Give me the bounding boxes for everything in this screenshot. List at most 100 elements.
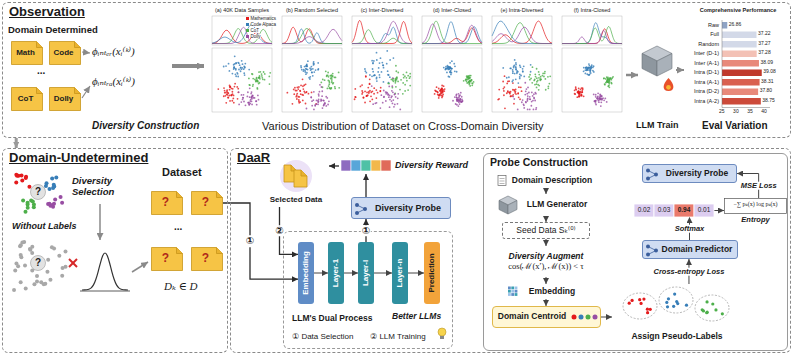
connector-arrow — [714, 210, 724, 211]
scatter-point — [393, 78, 395, 80]
node-text: Diversity Reward — [395, 160, 468, 170]
text-label: Dₖ ∈ D — [164, 280, 198, 293]
unlabeled-dot — [30, 251, 34, 255]
scatter-point — [392, 80, 394, 82]
scatter-point — [508, 76, 510, 78]
scatter-point — [297, 96, 299, 98]
scatter-point — [257, 88, 259, 90]
scatter-point — [373, 60, 375, 62]
scatter-point — [540, 78, 542, 80]
scatter-point — [547, 85, 549, 87]
scatter-point — [328, 85, 330, 87]
node-text: Layer-n — [395, 259, 404, 288]
scatter-point — [305, 65, 307, 67]
scatter-point — [584, 72, 586, 74]
scatter-point — [319, 91, 321, 93]
scatter-point — [603, 77, 605, 79]
scatter-point — [520, 75, 522, 77]
scatter-point — [448, 68, 450, 70]
scatter-point — [539, 78, 541, 80]
scatter-point — [461, 96, 463, 98]
distribution-plot: (b) Random Selected — [279, 7, 345, 115]
scatter-point — [379, 90, 381, 92]
daar-panel: DaaRSelected DataDiversity RewardDiversi… — [230, 148, 791, 353]
flow-arrow — [82, 52, 90, 53]
scatter-point — [244, 66, 246, 68]
scatter-point — [307, 69, 309, 71]
scatter-point — [237, 88, 239, 90]
scatter-point — [286, 92, 288, 94]
scatter-point — [232, 73, 234, 75]
scatter-point — [388, 83, 390, 85]
scatter-point — [363, 97, 365, 99]
scatter-point — [383, 90, 385, 92]
scatter-point — [438, 95, 440, 97]
scatter-point — [256, 104, 258, 106]
text-label: Inter (D-1) — [686, 50, 719, 56]
scatter-point — [320, 100, 322, 102]
performance-bar — [722, 70, 762, 77]
scatter-point — [382, 64, 384, 66]
scatter-point — [451, 68, 453, 70]
scatter-point — [229, 86, 231, 88]
scatter-point — [373, 87, 375, 89]
scatter-point — [446, 71, 448, 73]
scatter-point — [389, 95, 391, 97]
scatter-point — [233, 64, 235, 66]
scatter-point — [369, 78, 371, 80]
scatter-point — [324, 102, 326, 104]
scatter-point — [302, 88, 304, 90]
scatter-point — [454, 96, 456, 98]
scatter-point — [229, 70, 231, 72]
scatter-point — [577, 91, 579, 93]
scatter-point — [595, 102, 597, 104]
scatter-point — [296, 94, 298, 96]
scatter-point — [338, 72, 340, 74]
scatter-point — [441, 92, 443, 94]
text-label: 38.31 — [761, 79, 774, 85]
performance-bar — [722, 89, 758, 96]
scatter-point — [443, 67, 445, 69]
scatter-point — [227, 94, 229, 96]
cluster-point — [649, 308, 652, 311]
node-text: (c) Inter-Diversed — [349, 7, 415, 13]
scatter-point — [517, 71, 519, 73]
scatter-point — [595, 104, 597, 106]
net-node — [654, 249, 658, 253]
scatter-point — [258, 77, 260, 79]
cluster-point — [673, 293, 676, 296]
scatter-point — [376, 80, 378, 82]
plot-frame — [352, 48, 412, 112]
scatter-point — [527, 109, 529, 111]
scatter-point — [536, 81, 538, 83]
unlabeled-dot — [45, 270, 49, 274]
file-fold — [217, 192, 223, 198]
text-label: 37.27 — [758, 41, 771, 47]
node-text: cos(ℳ(x′), ℳ(x)) < τ — [508, 262, 583, 272]
edge-label: Cross-entropy Loss — [653, 267, 726, 276]
node-text: Domain Centroid — [498, 312, 566, 322]
node-text: 0.01 — [694, 206, 714, 213]
scatter-point — [533, 93, 535, 95]
scatter-point — [302, 78, 304, 80]
entropy: −∑ pₖ(x) log pₖ(x)Entropy — [724, 198, 787, 228]
scatter-point — [302, 85, 304, 87]
scatter-point — [393, 106, 395, 108]
scatter-point — [397, 97, 399, 99]
scatter-point — [325, 70, 327, 72]
scatter-point — [242, 97, 244, 99]
text-holder: Diversity Probe — [643, 165, 736, 182]
scatter-point — [263, 71, 265, 73]
scatter-point — [310, 97, 312, 99]
scatter-point — [365, 76, 367, 78]
scatter-point — [395, 65, 397, 67]
scatter-point — [514, 90, 516, 92]
scatter-point — [472, 83, 474, 85]
reward-cell — [371, 160, 381, 171]
scatter-point — [454, 70, 456, 72]
scatter-point — [391, 100, 393, 102]
centroid-dot — [592, 315, 597, 320]
diversity-probe: Diversity Probe — [351, 197, 451, 219]
scatter-point — [588, 74, 590, 76]
text-label: Raw — [686, 22, 719, 28]
